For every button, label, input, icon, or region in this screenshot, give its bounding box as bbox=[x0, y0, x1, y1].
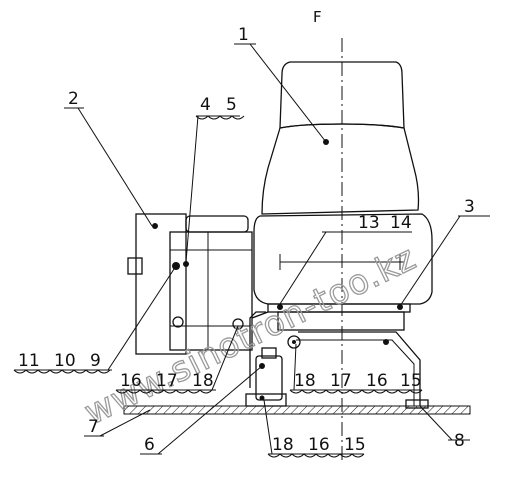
support-bracket-inner bbox=[296, 339, 415, 406]
pump-tank bbox=[135, 213, 187, 355]
callout-9: 9 bbox=[90, 351, 101, 371]
reservoir bbox=[255, 355, 283, 401]
motor-bolt-left bbox=[172, 316, 184, 328]
reservoir-bolt bbox=[259, 395, 265, 401]
support-bracket bbox=[298, 331, 421, 406]
motor-body bbox=[169, 231, 253, 351]
reservoir-base bbox=[245, 393, 287, 407]
seat-cushion bbox=[253, 213, 433, 305]
motor-to-rail-pipe bbox=[251, 311, 269, 319]
callout-18-right: 18 bbox=[294, 371, 316, 391]
callout-15-bottom: 15 bbox=[344, 435, 366, 455]
valve-center bbox=[292, 340, 296, 344]
callout-11: 11 bbox=[18, 351, 40, 371]
tank-port bbox=[127, 257, 143, 275]
motor-bolt-right bbox=[232, 318, 244, 330]
callout-3: 3 bbox=[464, 197, 475, 217]
motor-cap bbox=[185, 215, 249, 233]
reservoir-cap bbox=[261, 347, 277, 359]
callout-18-bottom: 18 bbox=[272, 435, 294, 455]
seat-backrest-lower bbox=[261, 123, 420, 215]
callout-6: 6 bbox=[144, 435, 155, 455]
callout-7: 7 bbox=[88, 417, 99, 437]
callout-18-left: 18 bbox=[192, 371, 214, 391]
view-label-f: F bbox=[313, 8, 322, 26]
callout-10: 10 bbox=[54, 351, 76, 371]
callout-17-left: 17 bbox=[156, 371, 178, 391]
callout-16-left: 16 bbox=[120, 371, 142, 391]
seat-base bbox=[277, 311, 405, 331]
callout-8: 8 bbox=[454, 431, 465, 451]
callout-13: 13 bbox=[358, 213, 380, 233]
callout-1: 1 bbox=[238, 25, 249, 45]
watermark: www.sinotron-too.kz bbox=[78, 238, 422, 433]
callout-15-right: 15 bbox=[400, 371, 422, 391]
tank-dot bbox=[152, 223, 158, 229]
callout-16-right: 16 bbox=[366, 371, 388, 391]
rail-bolt-right bbox=[397, 304, 403, 310]
callout-16-bottom: 16 bbox=[308, 435, 330, 455]
fitting-10 bbox=[183, 261, 189, 267]
callout-underlines bbox=[13, 115, 423, 458]
valve bbox=[287, 335, 301, 349]
floor-plate bbox=[123, 405, 471, 415]
callout-5: 5 bbox=[226, 95, 237, 115]
callout-17-right: 17 bbox=[330, 371, 352, 391]
hydraulic-pipe bbox=[249, 311, 266, 388]
rail-bolt-left bbox=[277, 304, 283, 310]
callout-2: 2 bbox=[68, 89, 79, 109]
right-mount bbox=[405, 399, 429, 409]
callout-4: 4 bbox=[200, 95, 211, 115]
callout-14: 14 bbox=[390, 213, 412, 233]
bracket-bolt bbox=[383, 339, 389, 345]
